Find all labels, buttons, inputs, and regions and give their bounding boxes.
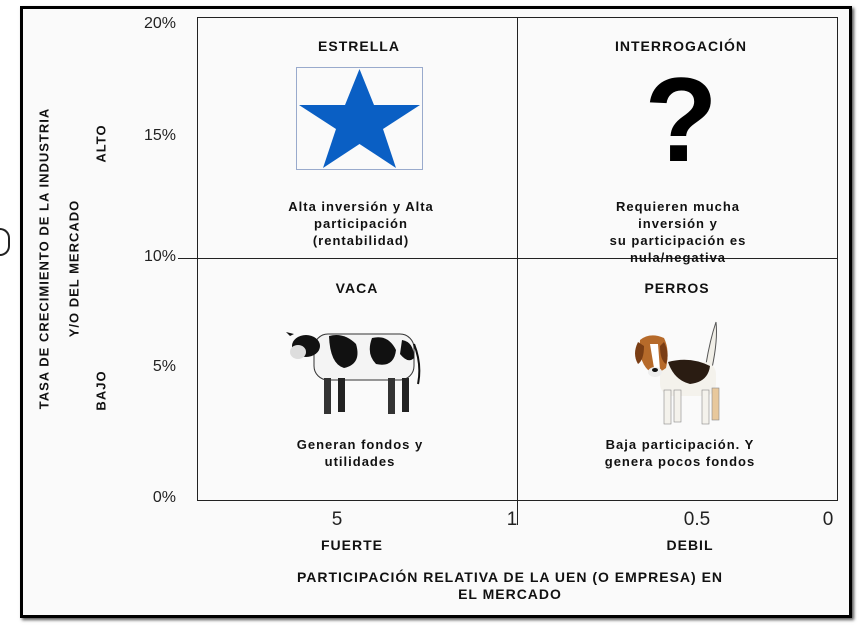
matrix-frame bbox=[20, 6, 852, 618]
x-tick-0-5: 0.5 bbox=[683, 509, 711, 530]
grid-bottom-line bbox=[197, 500, 838, 501]
dog-desc-line1: Baja participación. Y bbox=[605, 437, 755, 452]
grid-right-line bbox=[837, 17, 838, 501]
star-quadrant-title: ESTRELLA bbox=[318, 38, 400, 54]
y-axis-title-line1: TASA DE CRECIMIENTO DE LA INDUSTRIA bbox=[36, 107, 52, 410]
y-axis-title-line2: Y/O DEL MERCADO bbox=[66, 199, 82, 338]
y-tick-10: 10% bbox=[143, 248, 176, 265]
x-weak-label: DEBIL bbox=[666, 537, 714, 553]
y-low-label: BAJO bbox=[93, 370, 109, 411]
y-tick-0: 0% bbox=[152, 489, 176, 506]
x-axis-title: PARTICIPACIÓN RELATIVA DE LA UEN (O EMPR… bbox=[200, 569, 820, 603]
dog-icon bbox=[630, 320, 730, 428]
cow-icon bbox=[284, 324, 424, 419]
question-quadrant-title: INTERROGACIÓN bbox=[615, 38, 747, 54]
star-desc-line3: (rentabilidad) bbox=[312, 233, 410, 248]
question-desc-line3: nula/negativa bbox=[629, 250, 727, 265]
x-strong-label: FUERTE bbox=[321, 537, 383, 553]
dog-quadrant-title: PERROS bbox=[644, 280, 710, 296]
grid-top-line bbox=[197, 17, 838, 18]
x-tick-1: 1 bbox=[506, 509, 518, 530]
cow-desc-line2: utilidades bbox=[324, 454, 396, 469]
star-icon bbox=[296, 67, 423, 170]
grid-center-hline bbox=[178, 258, 838, 259]
x-tick-5: 5 bbox=[331, 509, 343, 530]
grid-center-vline bbox=[517, 17, 518, 525]
x-axis-title-line2: EL MERCADO bbox=[458, 586, 562, 602]
x-axis-title-line1: PARTICIPACIÓN RELATIVA DE LA UEN (O EMPR… bbox=[296, 569, 724, 585]
y-tick-5: 5% bbox=[152, 358, 176, 375]
question-desc-line2: su participación es bbox=[609, 233, 747, 248]
y-tick-20: 20% bbox=[143, 15, 176, 32]
dog-desc-line2: genera pocos fondos bbox=[604, 454, 756, 469]
star-desc-line1: Alta inversión y Alta bbox=[288, 199, 434, 214]
grid-left-line bbox=[197, 17, 198, 501]
star-quadrant-desc: Alta inversión y Alta participación (ren… bbox=[288, 198, 434, 249]
question-mark-icon: ? bbox=[644, 53, 718, 187]
cow-quadrant-title: VACA bbox=[335, 280, 379, 296]
question-desc-line1: Requieren mucha inversión y bbox=[615, 199, 741, 231]
dog-quadrant-desc: Baja participación. Y genera pocos fondo… bbox=[605, 436, 755, 470]
y-tick-15: 15% bbox=[143, 127, 176, 144]
cow-quadrant-desc: Generan fondos y utilidades bbox=[297, 436, 424, 470]
question-quadrant-desc: Requieren mucha inversión y su participa… bbox=[588, 198, 769, 266]
cow-desc-line1: Generan fondos y bbox=[296, 437, 424, 452]
star-desc-line2: participación bbox=[314, 216, 408, 231]
y-high-label: ALTO bbox=[93, 124, 109, 163]
x-tick-0: 0 bbox=[822, 509, 834, 530]
edge-bracket bbox=[0, 228, 10, 256]
